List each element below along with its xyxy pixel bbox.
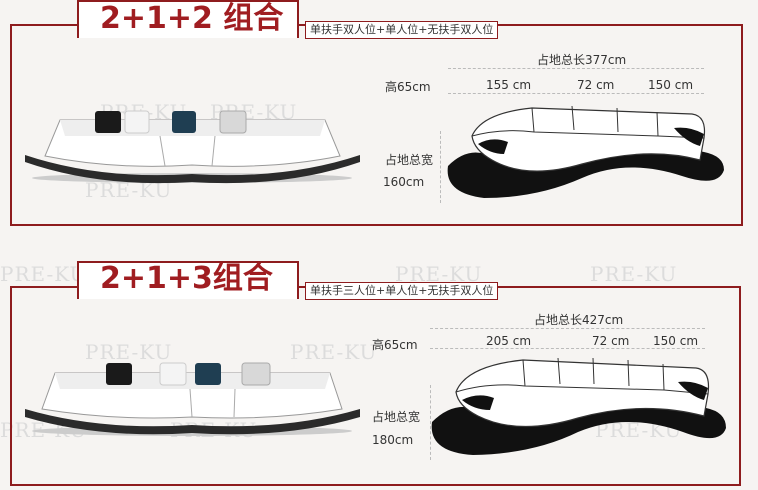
watermark: PRE-KU (0, 262, 88, 286)
segment-2-label: 72 cm (577, 78, 615, 92)
title-box (77, 261, 299, 299)
floor-plan-shape (447, 146, 724, 198)
sofa-line-drawing (447, 105, 724, 198)
segment-1-label: 155 cm (486, 78, 532, 92)
combo-title: 2+1+3组合 (100, 261, 273, 296)
height-label: 高65cm (385, 80, 431, 94)
segment-2-label: 72 cm (592, 334, 630, 348)
segment-1-label: 205 cm (486, 334, 532, 348)
segment-dimension-line (448, 93, 704, 94)
sofa-base (25, 155, 360, 184)
depth-value: 160cm (383, 175, 425, 189)
floor-plan-shape (431, 401, 726, 455)
blue-cushion (172, 111, 196, 133)
sofa-outline (455, 359, 710, 428)
watermark: PRE-KU (85, 340, 173, 364)
black-cushion (95, 111, 121, 133)
sofa-photo (25, 110, 360, 184)
watermark: PRE-KU (590, 262, 678, 286)
blue-cushion (195, 363, 221, 385)
combo-section-2: 2+1+3组合 单扶手三人位+单人位+无扶手双人位 占地总长427cm 高65c… (0, 245, 758, 490)
depth-label: 占地总宽 (372, 410, 421, 424)
combo-title: 2+1+2 组合 (100, 1, 284, 36)
depth-dimension-line (430, 385, 431, 460)
armrest-shadow (478, 139, 508, 154)
top-dimension-line (430, 328, 705, 329)
depth-dimension-line (440, 131, 441, 203)
total-length-label: 占地总长427cm (534, 313, 624, 327)
top-dimension-line (448, 68, 704, 69)
total-length-label: 占地总长377cm (537, 53, 627, 67)
sofa-outline (471, 107, 706, 172)
white-cushion (124, 110, 150, 134)
sofa-base (25, 409, 360, 435)
sofa-line-drawing (431, 357, 726, 455)
grey-cushion (219, 110, 247, 134)
height-label: 高65cm (372, 338, 418, 352)
black-cushion (106, 363, 132, 385)
depth-label: 占地总宽 (385, 153, 434, 167)
segment-3-label: 150 cm (648, 78, 694, 92)
combo-subtitle: 单扶手双人位+单人位+无扶手双人位 (305, 21, 499, 39)
grey-cushion (241, 362, 271, 386)
combo-section-1: 2+1+2 组合 单扶手双人位+单人位+无扶手双人位 占地总长377cm 高65… (10, 0, 743, 226)
sofa-photo (25, 362, 360, 436)
title-box (77, 0, 299, 38)
watermark: PRE-KU (290, 340, 378, 364)
segment-3-label: 150 cm (653, 334, 699, 348)
combo-subtitle: 单扶手三人位+单人位+无扶手双人位 (305, 282, 499, 300)
segment-dimension-line (430, 348, 705, 349)
depth-value: 180cm (372, 433, 414, 447)
white-cushion (159, 362, 187, 386)
